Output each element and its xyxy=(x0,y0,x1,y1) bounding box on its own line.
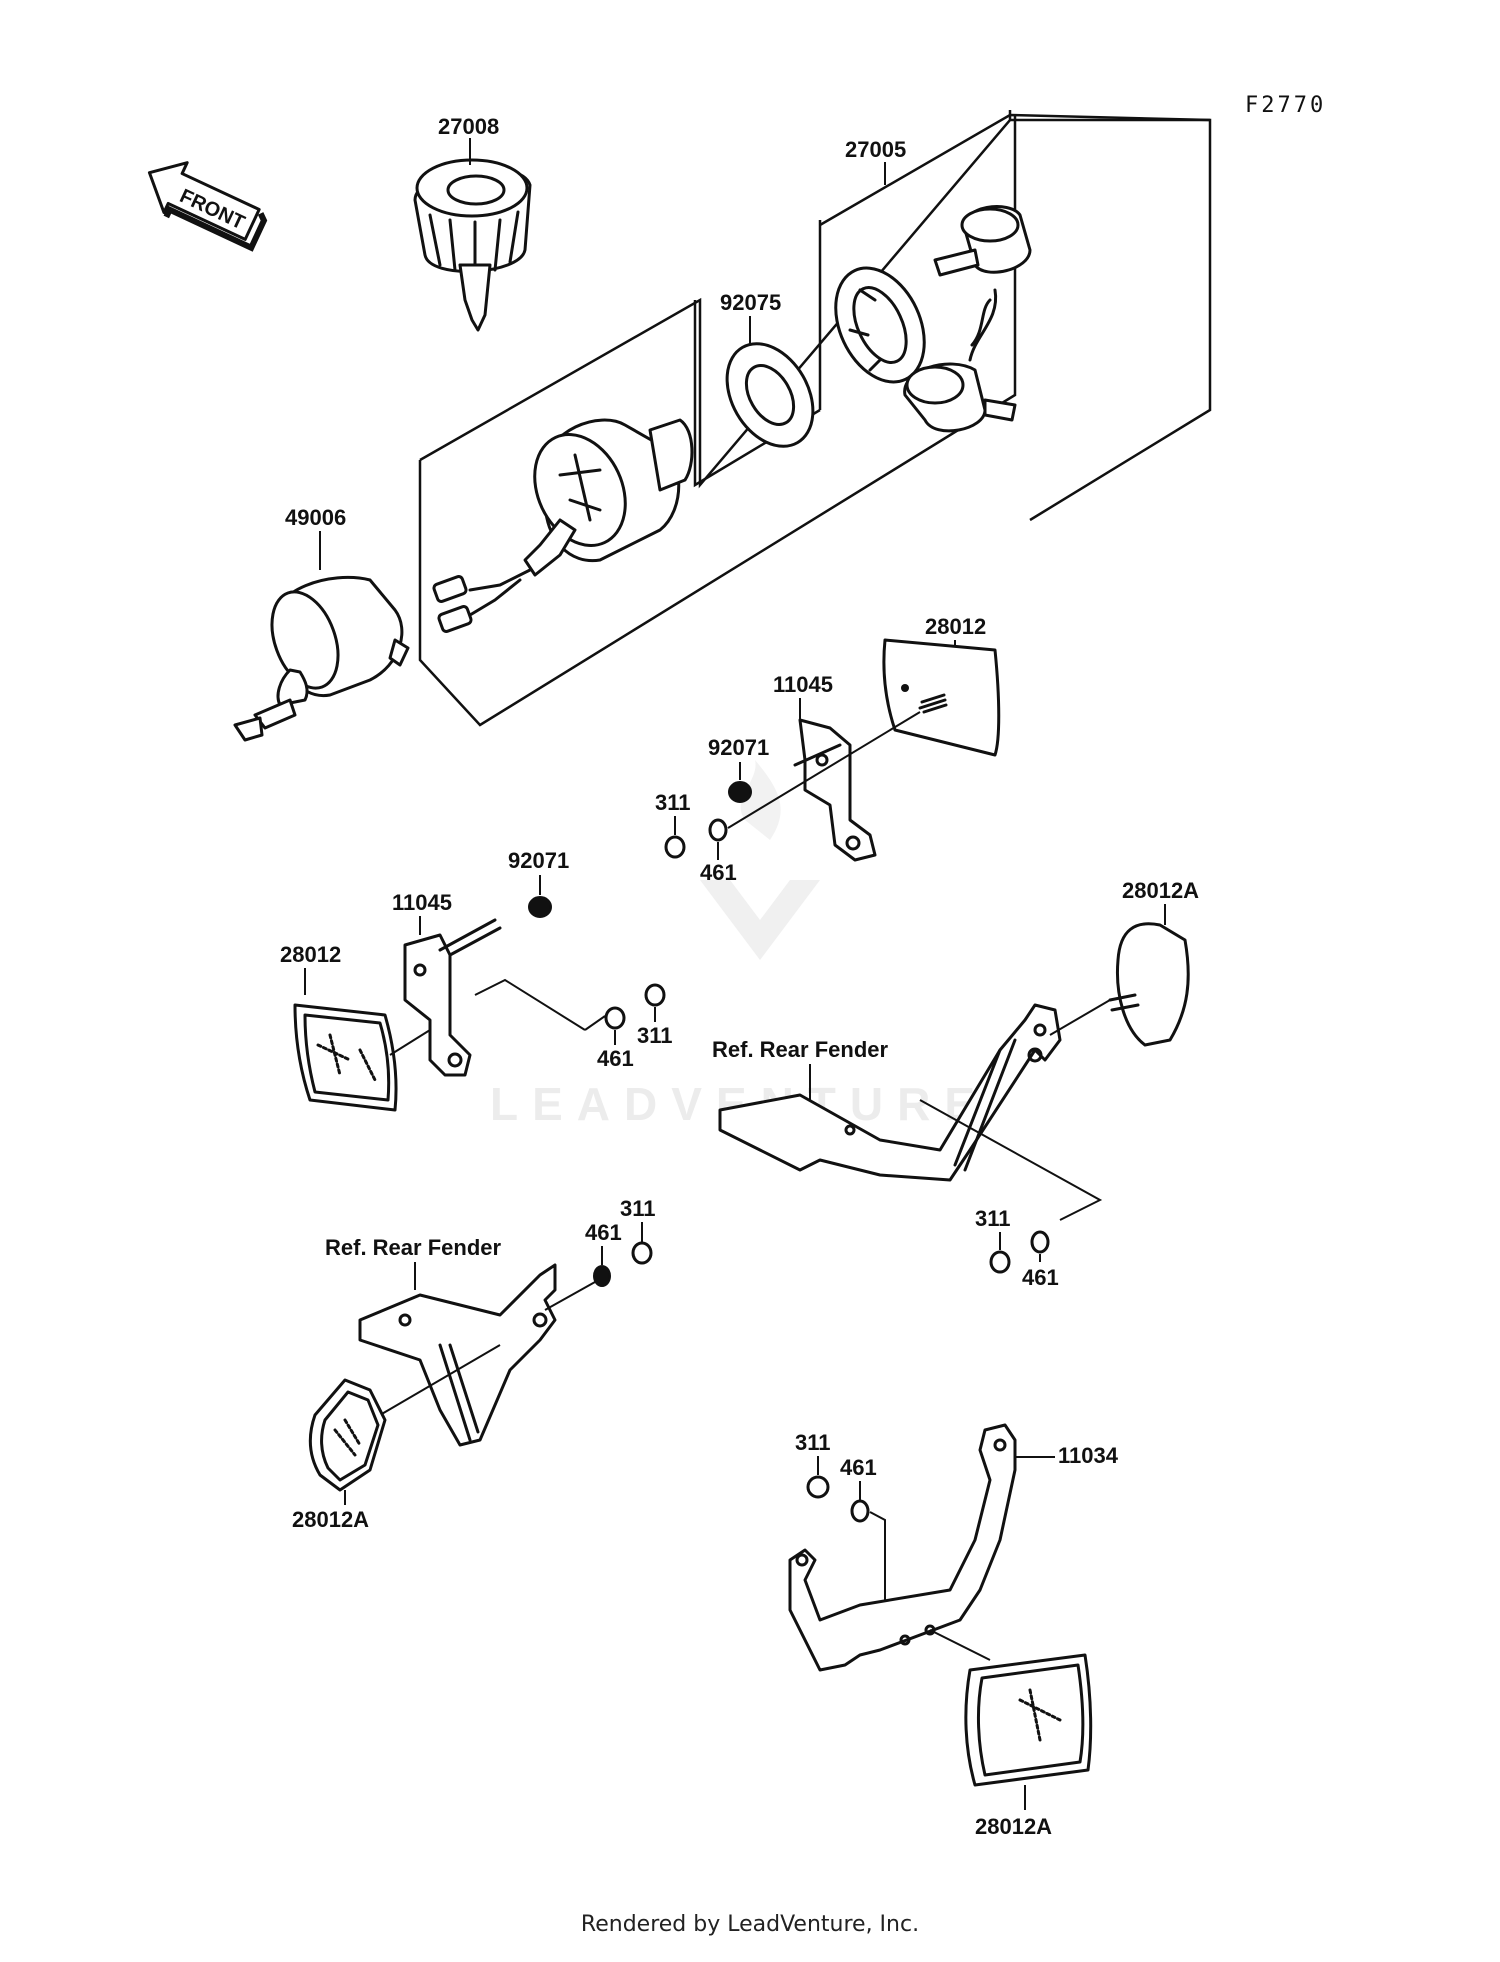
label-27005: 27005 xyxy=(845,137,906,162)
grommet-mid-part xyxy=(528,896,552,918)
label-28012A-bottom: 28012A xyxy=(975,1814,1052,1839)
label-461-lower: 461 xyxy=(585,1220,622,1245)
nut-top-part xyxy=(664,835,686,859)
washer-lower-part xyxy=(593,1265,611,1287)
nut-bottom-part xyxy=(806,1475,830,1499)
diagram-code: F2770 xyxy=(1245,93,1326,118)
label-28012-mid: 28012 xyxy=(280,942,341,967)
label-311-bottom: 311 xyxy=(795,1430,831,1455)
label-28012A-right: 28012A xyxy=(1122,878,1199,903)
label-11034: 11034 xyxy=(1058,1443,1119,1468)
washer-mid-part xyxy=(604,1006,626,1030)
seal-part xyxy=(725,342,815,448)
reflector-bottom-part xyxy=(964,1653,1093,1787)
label-27008: 27008 xyxy=(438,114,499,139)
label-28012-top: 28012 xyxy=(925,614,986,639)
reflector-right-part xyxy=(1108,922,1190,1047)
watermark: LEADVENTURE xyxy=(490,760,975,1130)
label-461-mid: 461 xyxy=(597,1046,634,1071)
label-311-top: 311 xyxy=(655,790,691,815)
label-92071-top: 92071 xyxy=(708,735,769,760)
footer-credit: Rendered by LeadVenture, Inc. xyxy=(580,1912,920,1937)
reflector-top-part xyxy=(882,638,1001,757)
key-set-part xyxy=(834,205,1032,433)
nut-right-part xyxy=(989,1250,1011,1274)
brake-switch-part xyxy=(233,575,410,742)
front-arrow-icon: FRONT xyxy=(147,161,268,252)
washer-bottom-part xyxy=(850,1499,870,1523)
label-11045-mid: 11045 xyxy=(392,890,452,915)
reflector-mid-part xyxy=(293,1003,398,1112)
label-311-mid: 311 xyxy=(637,1023,673,1048)
washer-top-part xyxy=(708,818,728,842)
rear-fender-bracket-right xyxy=(718,1003,1062,1182)
bracket-mid-part xyxy=(403,918,502,1077)
label-92075: 92075 xyxy=(720,290,781,315)
bracket-top-part xyxy=(793,718,877,862)
nut-mid-part xyxy=(644,983,666,1007)
washer-right-part xyxy=(1030,1230,1050,1254)
label-311-right: 311 xyxy=(975,1206,1011,1231)
grommet-top-part xyxy=(728,781,752,803)
label-461-top: 461 xyxy=(700,860,737,885)
label-461-right: 461 xyxy=(1022,1265,1059,1290)
ignition-switch-part xyxy=(432,418,694,633)
assembly-frames xyxy=(418,110,1212,727)
rear-fender-bracket-left xyxy=(358,1263,557,1447)
label-311-lower: 311 xyxy=(620,1196,656,1221)
label-11045-top: 11045 xyxy=(773,672,833,697)
key-part xyxy=(413,158,532,332)
label-92071-mid: 92071 xyxy=(508,848,569,873)
label-49006: 49006 xyxy=(285,505,346,530)
label-28012A-lower: 28012A xyxy=(292,1507,369,1532)
nut-lower-part xyxy=(631,1241,653,1265)
reflector-lower-part xyxy=(308,1378,387,1492)
bracket-bottom-part xyxy=(788,1423,1017,1672)
ref-rear-fender-left: Ref. Rear Fender xyxy=(325,1235,501,1260)
label-461-bottom: 461 xyxy=(840,1455,877,1480)
ref-rear-fender-right: Ref. Rear Fender xyxy=(712,1037,888,1062)
